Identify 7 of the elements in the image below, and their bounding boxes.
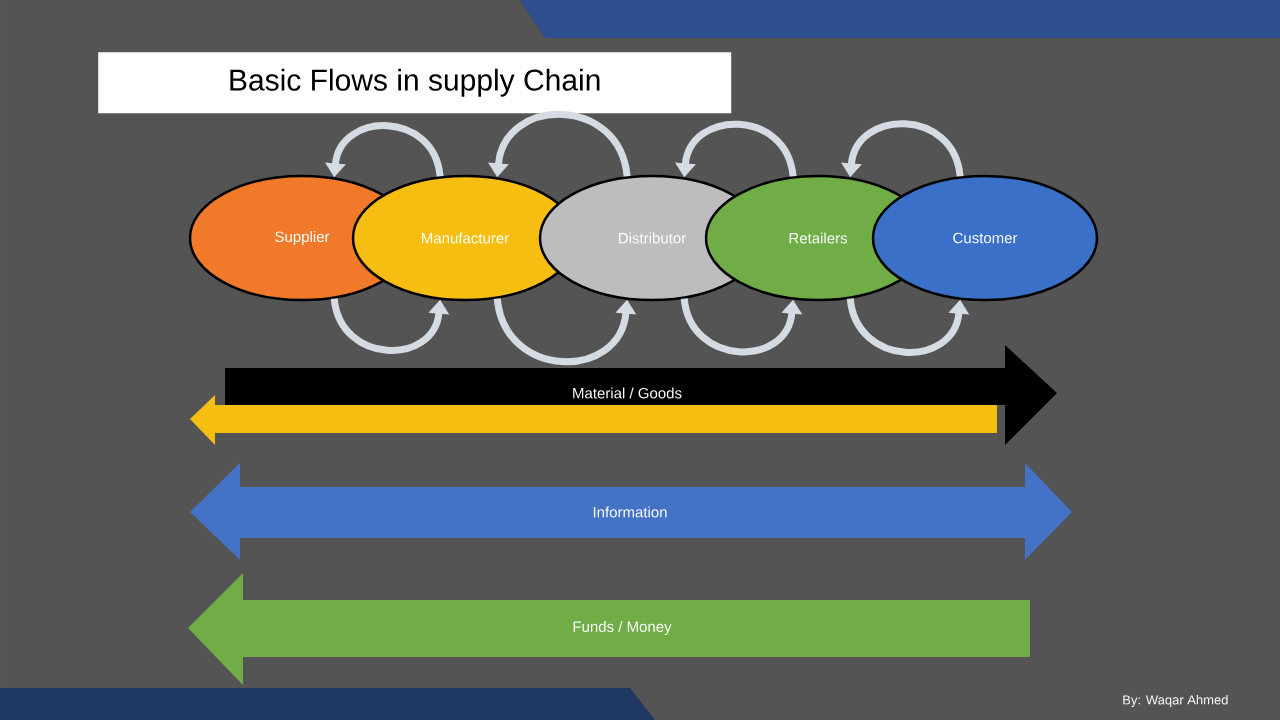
flow-banner: Funds / Money	[188, 573, 1030, 685]
oval: Customer	[871, 174, 1099, 302]
flow-banner: Information	[190, 463, 1072, 560]
title-box: Basic Flows in supply Chain	[98, 52, 732, 114]
author-note: By: Waqar Ahmed	[1123, 694, 1228, 708]
oval: Manufacturer	[351, 174, 579, 302]
flow-banner: Material / Goods	[225, 345, 1057, 445]
